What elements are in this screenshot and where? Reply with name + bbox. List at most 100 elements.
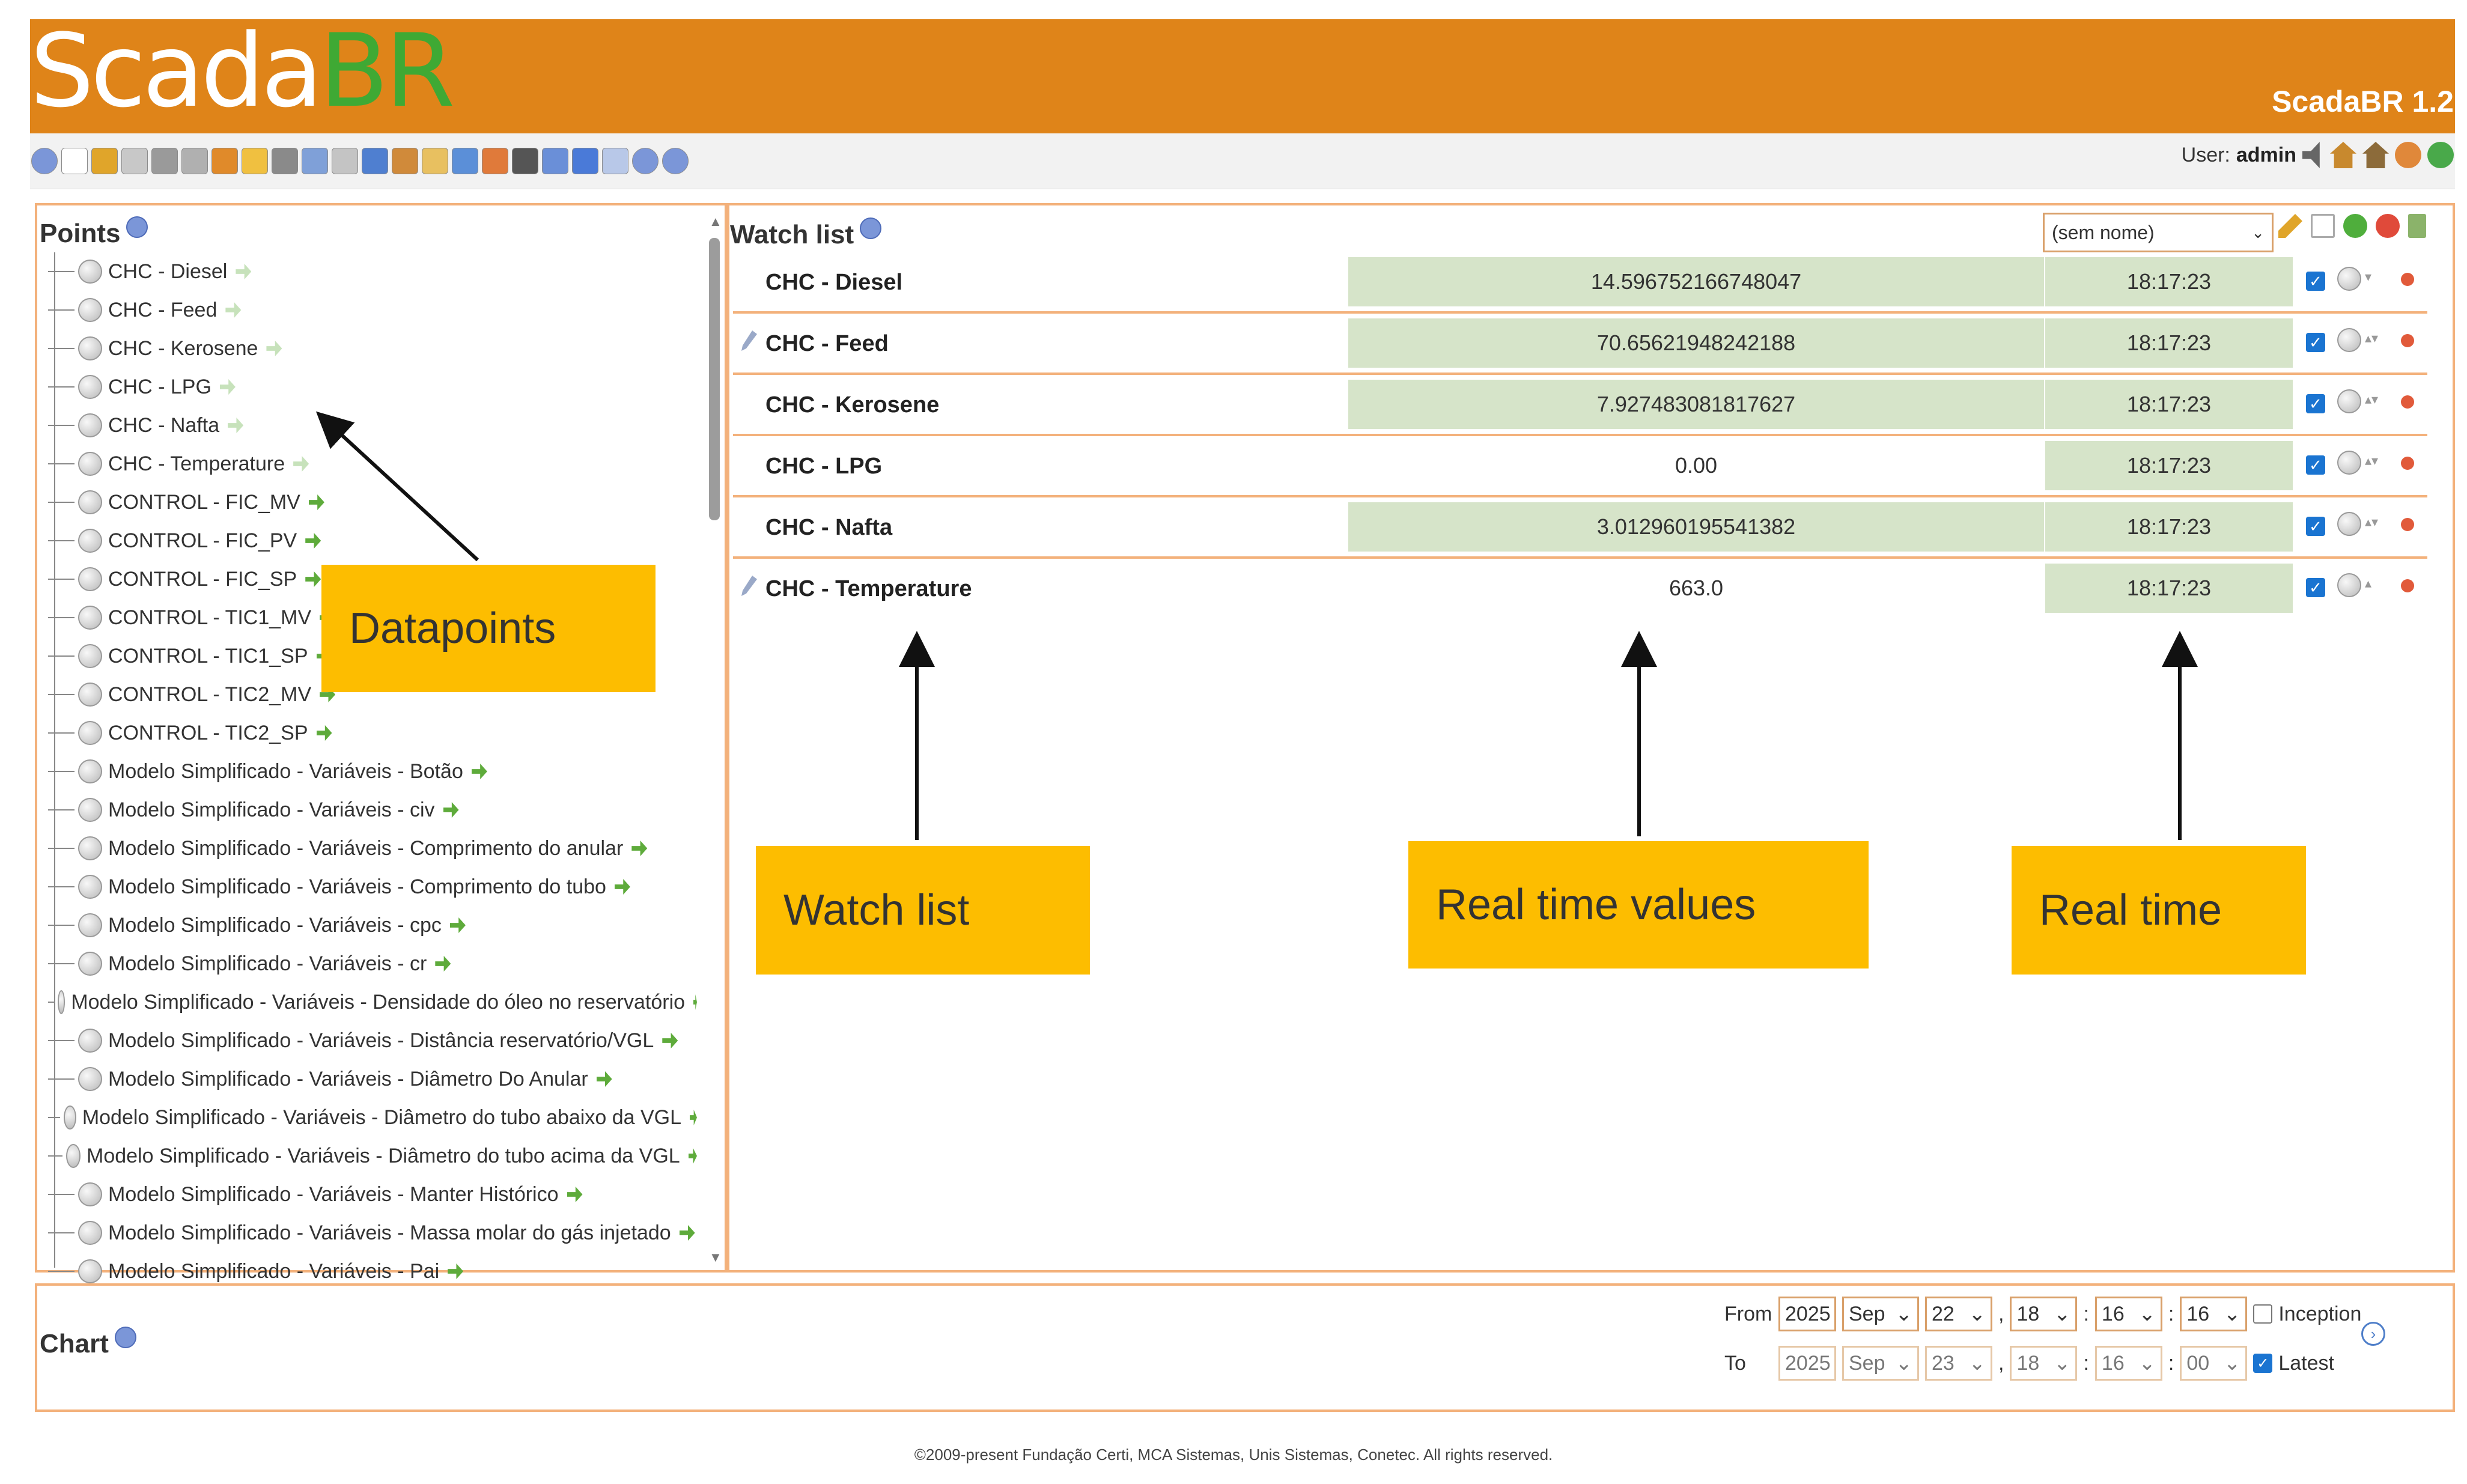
to-second-select[interactable]: 00⌄	[2180, 1346, 2248, 1381]
remove-point-icon[interactable]	[2401, 395, 2414, 409]
to-year-input[interactable]: 2025	[1778, 1346, 1836, 1381]
database-icon[interactable]	[181, 148, 208, 174]
reports-icon[interactable]	[332, 148, 358, 174]
users-icon[interactable]	[362, 148, 388, 174]
remove-point-icon[interactable]	[2401, 518, 2414, 531]
point-tree-item[interactable]: Modelo Simplificado - Variáveis - Distân…	[48, 1021, 697, 1060]
user-profiles-icon[interactable]	[392, 148, 418, 174]
remove-point-icon[interactable]	[2401, 579, 2414, 592]
chart-checkbox[interactable]: ✓	[2306, 272, 2325, 291]
refresh-chart-icon[interactable]: ›	[2361, 1322, 2385, 1346]
point-tree-item[interactable]: CONTROL - TIC2_SP	[48, 714, 697, 752]
point-tree-item[interactable]: Modelo Simplificado - Variáveis - civ	[48, 791, 697, 829]
point-tree-item[interactable]: Modelo Simplificado - Variáveis - Diâmet…	[48, 1098, 697, 1137]
data-sources-icon[interactable]	[151, 148, 178, 174]
point-tree-item[interactable]: Modelo Simplificado - Variáveis - Diâmet…	[48, 1137, 697, 1175]
move-row-arrows-icon[interactable]: ▴▾	[2365, 453, 2379, 468]
copy-icon[interactable]	[2311, 214, 2335, 238]
point-details-icon[interactable]	[2337, 328, 2361, 352]
point-tree-item[interactable]: CONTROL - FIC_SP	[48, 560, 697, 598]
remove-point-icon[interactable]	[2401, 334, 2414, 347]
point-tree-item[interactable]: Modelo Simplificado - Variáveis - Pai	[48, 1252, 697, 1291]
watch-list-help-icon[interactable]	[860, 217, 882, 239]
add-to-watch-list-icon[interactable]	[690, 1110, 697, 1125]
move-row-arrows-icon[interactable]: ▴	[2365, 576, 2372, 591]
set-value-pencil-icon[interactable]	[741, 576, 757, 596]
point-tree-item[interactable]: CHC - Kerosene	[48, 329, 697, 368]
point-tree-item[interactable]: CHC - Temperature	[48, 445, 697, 483]
graphic-views-icon[interactable]	[91, 148, 118, 174]
add-icon[interactable]	[2343, 214, 2367, 238]
logout-icon[interactable]	[2395, 142, 2421, 168]
point-tree-item[interactable]: CONTROL - FIC_PV	[48, 522, 697, 560]
scheduled-events-icon[interactable]	[302, 148, 328, 174]
about-icon[interactable]	[632, 148, 659, 174]
chart-checkbox[interactable]: ✓	[2306, 455, 2325, 475]
from-hour-select[interactable]: 18⌄	[2010, 1297, 2078, 1331]
point-tree-item[interactable]: Modelo Simplificado - Variáveis - cr	[48, 944, 697, 983]
point-tree-item[interactable]: Modelo Simplificado - Variáveis - Compri…	[48, 868, 697, 906]
points-help-icon[interactable]	[126, 216, 148, 238]
chart-help-icon[interactable]	[114, 1327, 136, 1348]
move-row-arrows-icon[interactable]: ▴▾	[2365, 392, 2379, 407]
inception-checkbox[interactable]	[2253, 1304, 2273, 1324]
add-to-watch-list-icon[interactable]	[693, 994, 697, 1010]
point-links-icon[interactable]	[272, 148, 298, 174]
compound-events-icon[interactable]	[242, 148, 268, 174]
maintenance-icon[interactable]	[512, 148, 538, 174]
watch-list-icon[interactable]	[31, 148, 58, 174]
from-day-select[interactable]: 22⌄	[1925, 1297, 1992, 1331]
watch-list-select[interactable]: (sem nome) ⌄	[2043, 213, 2274, 252]
move-row-arrows-icon[interactable]: ▴▾	[2365, 330, 2379, 345]
new-page-icon[interactable]	[61, 148, 88, 174]
point-tree-item[interactable]: Modelo Simplificado - Variáveis - Manter…	[48, 1175, 697, 1214]
point-details-icon[interactable]	[2337, 267, 2361, 291]
points-scrollbar-thumb[interactable]	[709, 238, 720, 520]
to-day-select[interactable]: 23⌄	[1925, 1346, 1992, 1381]
help-icon[interactable]	[662, 148, 689, 174]
move-row-arrows-icon[interactable]: ▾	[2365, 269, 2372, 284]
chart-checkbox[interactable]: ✓	[2306, 394, 2325, 413]
import-export-icon[interactable]	[572, 148, 598, 174]
point-tree-item[interactable]: CHC - Feed	[48, 291, 697, 329]
to-hour-select[interactable]: 18⌄	[2010, 1346, 2078, 1381]
point-tree-item[interactable]: CONTROL - FIC_MV	[48, 483, 697, 522]
to-month-select[interactable]: Sep⌄	[1842, 1346, 1919, 1381]
chart-checkbox[interactable]: ✓	[2306, 517, 2325, 536]
scroll-down-arrow[interactable]: ▼	[709, 1250, 722, 1265]
from-month-select[interactable]: Sep⌄	[1842, 1297, 1919, 1331]
point-details-icon[interactable]	[2337, 573, 2361, 597]
to-minute-select[interactable]: 16⌄	[2094, 1346, 2162, 1381]
point-details-icon[interactable]	[2337, 389, 2361, 413]
scroll-up-arrow[interactable]: ▲	[709, 214, 722, 229]
point-tree-item[interactable]: Modelo Simplificado - Variáveis - Densid…	[48, 983, 697, 1021]
event-handlers-icon[interactable]	[211, 148, 238, 174]
from-minute-select[interactable]: 16⌄	[2094, 1297, 2162, 1331]
point-tree-item[interactable]: Modelo Simplificado - Variáveis - Compri…	[48, 829, 697, 868]
point-tree-item[interactable]: Modelo Simplificado - Variáveis - cpc	[48, 906, 697, 944]
scripts-icon[interactable]	[602, 148, 628, 174]
point-tree-item[interactable]: Modelo Simplificado - Variáveis - Diâmet…	[48, 1060, 697, 1098]
system-settings-icon[interactable]	[482, 148, 508, 174]
from-second-select[interactable]: 16⌄	[2180, 1297, 2248, 1331]
point-tree-item[interactable]: CHC - Diesel	[48, 252, 697, 291]
point-tree-item[interactable]: CHC - LPG	[48, 368, 697, 406]
mailing-lists-icon[interactable]	[422, 148, 448, 174]
remove-point-icon[interactable]	[2401, 273, 2414, 286]
event-log-icon[interactable]	[121, 148, 148, 174]
chart-checkbox[interactable]: ✓	[2306, 578, 2325, 597]
point-tree-item[interactable]: CHC - Nafta	[48, 406, 697, 445]
chart-checkbox[interactable]: ✓	[2306, 333, 2325, 352]
sql-icon[interactable]	[542, 148, 568, 174]
export-icon[interactable]	[2408, 214, 2426, 238]
point-tree-item[interactable]: Modelo Simplificado - Variáveis - Botão	[48, 752, 697, 791]
delete-icon[interactable]	[2376, 214, 2400, 238]
point-details-icon[interactable]	[2337, 451, 2361, 475]
point-tree-item[interactable]: Modelo Simplificado - Variáveis - Massa …	[48, 1214, 697, 1252]
point-tree-item[interactable]: CONTROL - TIC1_SP	[48, 637, 697, 675]
